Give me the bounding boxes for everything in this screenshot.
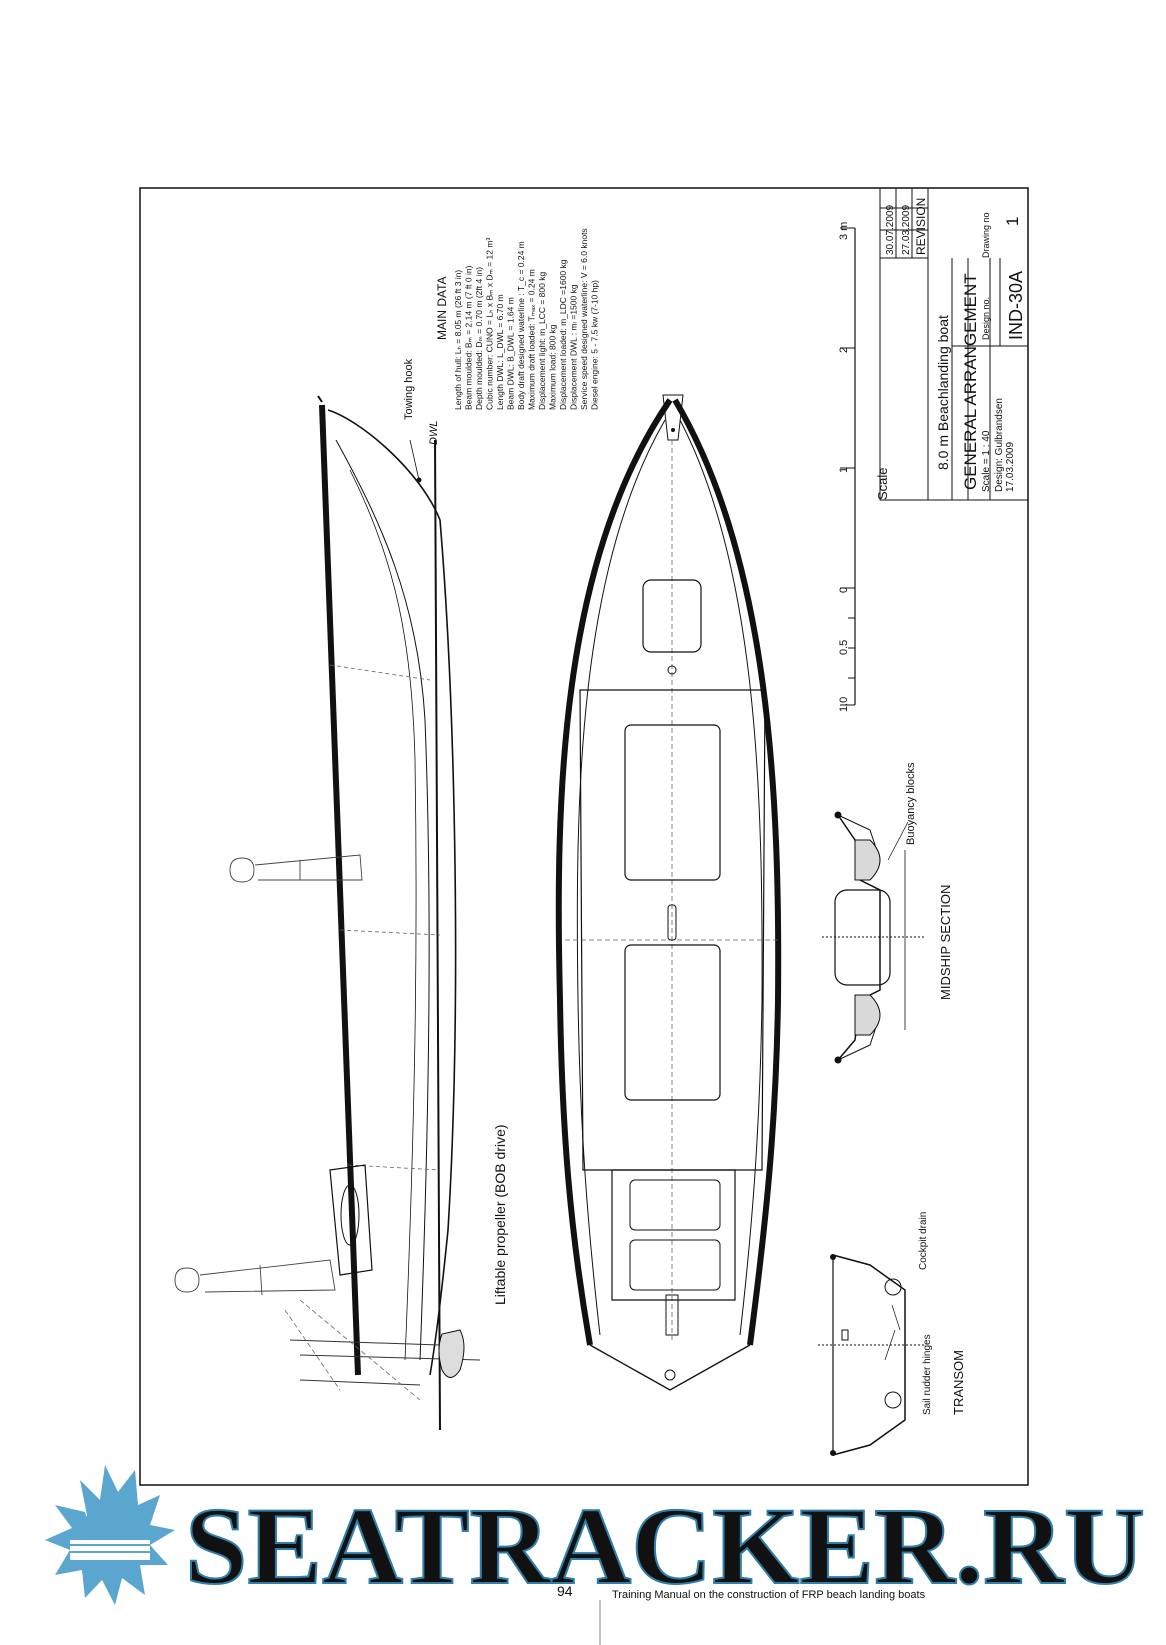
scale-tick-label: 0.5: [838, 640, 850, 655]
watermark-text: SEATRACKER.RU: [185, 1485, 1145, 1607]
main-data-line: Beam DWL: B_DWL = 1.64 m: [506, 297, 516, 410]
scale-ratio: Scale = 1 : 40: [981, 430, 992, 492]
revision-date: 30.07.2009: [885, 205, 896, 255]
page-number: 94: [557, 1583, 573, 1599]
drawing-title: GENERAL ARRANGEMENT: [961, 273, 980, 490]
watermark: SEATRACKER.RU: [45, 1465, 1146, 1608]
propeller-icon: [438, 1329, 465, 1378]
sun-logo-icon: [45, 1465, 175, 1605]
cockpit-outline: [579, 689, 766, 1171]
drawing-no-label: Drawing no: [981, 212, 991, 258]
main-data-line: Displacement loaded: m_LDC =1600 kg: [558, 259, 568, 410]
keel-line: [327, 409, 457, 1376]
main-data-heading: MAIN DATA: [435, 276, 449, 340]
dwl-label: DWL: [428, 421, 440, 445]
revision-date: 27.03.2009: [901, 205, 912, 255]
main-data-line: Service speed designed waterline: V = 6.…: [579, 228, 589, 410]
main-data-line: Length of hull: Lₕ = 8.05 m (26 ft 3 in): [453, 270, 463, 410]
main-data-block: MAIN DATA Length of hull: Lₕ = 8.05 m (2…: [435, 228, 600, 410]
design-date: 17.03.2009: [1005, 442, 1016, 492]
dwl-line: [434, 439, 441, 1431]
design-no-label: Design no.: [981, 297, 991, 340]
main-data-line: Maximum load: 800 kg: [548, 324, 558, 410]
revision-label: REVISION: [914, 198, 928, 255]
footer-title: Training Manual on the construction of F…: [612, 1589, 926, 1601]
side-profile-view: [174, 395, 481, 1431]
hull-outline-starboard: [672, 398, 782, 1346]
scale-tick-label: 3 m: [838, 222, 850, 240]
scale-tick-label: 1.0: [838, 697, 850, 712]
buoyancy-block-icon: [854, 994, 881, 1036]
designer: Design: Gulbrandsen: [994, 398, 1005, 492]
propeller-label: Liftable propeller (BOB drive): [492, 1124, 508, 1305]
design-number: IND-30A: [1006, 271, 1026, 340]
main-data-line: Body draft designed waterline : T_c = 0.…: [516, 241, 526, 410]
main-data-line: Depth moulded: Dₘ = 0.70 m (2ft 4 in): [474, 267, 484, 410]
drawing-number: 1: [1003, 217, 1022, 226]
person-silhouette-aft: [174, 1259, 336, 1296]
sail-rudder-hinges-label: Sail rudder hinges: [922, 1334, 933, 1415]
plan-view: [555, 394, 782, 1391]
scale-bar: [840, 227, 856, 706]
main-data-line: Length DWL: L_DWL = 6.70 m: [495, 294, 505, 410]
hull-outline-port: [555, 398, 673, 1346]
cockpit-drain-icon: [884, 1278, 902, 1296]
buoyancy-blocks-label: Buoyancy blocks: [905, 762, 917, 845]
buoyancy-block-icon: [854, 839, 881, 881]
main-data-line: Displacement light: m_LCC = 800 kg: [537, 272, 547, 410]
project-name: 8.0 m Beachlanding boat: [935, 315, 951, 470]
forward-hatch: [642, 579, 702, 653]
sheer-line: [319, 404, 361, 1376]
main-data-line: Displacement DWL : mₗ =1500 kg: [569, 284, 579, 410]
cockpit-seat-forward: [624, 724, 721, 881]
scale-tick-label: 2: [838, 347, 850, 353]
title-block: [879, 187, 1029, 501]
main-data-line: Cubic number: CUNO = Lₕ x Bₘ x Dₘ = 12 m…: [485, 238, 495, 410]
scale-tick-label: 1: [838, 467, 850, 473]
transom-title: TRANSOM: [951, 1350, 966, 1415]
scale-label: Scale: [875, 467, 890, 500]
scale-tick-label: 0: [838, 587, 850, 593]
main-data-line: Maximum draft loaded: Tₘₐₓ = 0.24 m: [527, 269, 537, 410]
midship-section: [822, 811, 925, 1064]
bob-drive-housing: [329, 1164, 373, 1276]
towing-hook-label: Towing hook: [403, 358, 415, 420]
midship-section-title: MIDSHIP SECTION: [938, 885, 953, 1000]
main-data-line: Beam moulded: Bₘ = 2.14 m (7 ft 0 in): [464, 265, 474, 410]
drawing-frame: [139, 187, 1029, 1486]
person-silhouette-midship: [229, 854, 363, 883]
cockpit-drain-label: Cockpit drain: [918, 1212, 929, 1270]
transom-view: [818, 1254, 925, 1456]
bow-fitting: [662, 394, 684, 441]
main-data-line: Diesel engine: 5 - 7.5 kw (7-10 hp): [590, 280, 600, 410]
cockpit-seat-aft: [624, 944, 721, 1101]
engine-box: [611, 1169, 736, 1301]
